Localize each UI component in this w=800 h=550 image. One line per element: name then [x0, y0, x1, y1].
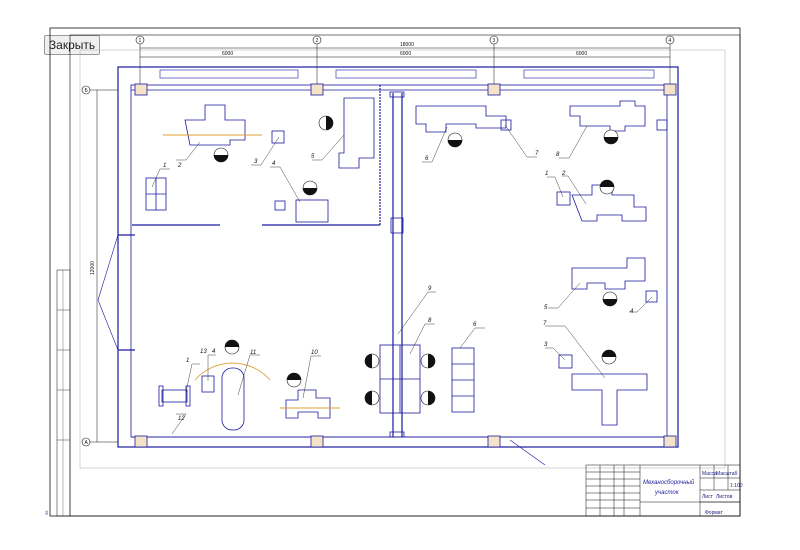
- svg-text:7: 7: [535, 151, 539, 157]
- svg-text:4: 4: [272, 161, 276, 167]
- svg-text:1: 1: [186, 358, 189, 364]
- scale-value: 1:100: [730, 483, 743, 489]
- svg-text:12: 12: [178, 416, 185, 422]
- svg-text:3: 3: [493, 38, 496, 44]
- dim-height: 12000: [90, 261, 96, 275]
- svg-text:2: 2: [561, 171, 566, 177]
- machines-bottom-left: [158, 362, 340, 431]
- svg-text:13: 13: [200, 349, 207, 355]
- svg-text:2: 2: [177, 163, 182, 169]
- inner-border: [69, 34, 741, 517]
- svg-text:10: 10: [311, 350, 318, 356]
- building-walls: [97, 66, 679, 466]
- position-numbers: 1 2 3 4 5 6 7 8 9 10 11 12 13 1 2 3 4 5 …: [163, 151, 634, 422]
- svg-text:2: 2: [316, 38, 319, 44]
- svg-text:1: 1: [163, 163, 166, 169]
- top-dimensions: [139, 42, 671, 90]
- svg-text:5: 5: [544, 305, 548, 311]
- sheet-border: [49, 27, 741, 517]
- title-line2: участок: [654, 490, 680, 496]
- svg-text:5: 5: [311, 154, 315, 160]
- drawing-area: [79, 49, 726, 469]
- svg-text:3: 3: [254, 159, 258, 165]
- svg-text:А: А: [85, 440, 89, 446]
- page-number: 26: [44, 510, 49, 515]
- svg-text:7: 7: [543, 321, 547, 327]
- svg-text:4: 4: [630, 309, 634, 315]
- svg-text:Б: Б: [85, 88, 89, 94]
- scale-label: Масштаб: [716, 471, 738, 477]
- title-line1: Механосборочный: [643, 479, 695, 486]
- operator-positions: [213, 115, 619, 406]
- svg-text:9: 9: [428, 286, 432, 292]
- svg-text:4: 4: [212, 349, 216, 355]
- dim-span1: 6000: [222, 51, 233, 57]
- svg-text:3: 3: [544, 342, 548, 348]
- side-strip: [56, 269, 71, 517]
- mass-label: Масса: [702, 471, 717, 477]
- svg-text:1: 1: [545, 171, 548, 177]
- sheets-label: Листов: [716, 494, 733, 500]
- columns: [134, 83, 677, 448]
- svg-text:6: 6: [425, 156, 429, 162]
- leader-lines: [151, 124, 653, 435]
- dim-span2: 6000: [400, 51, 411, 57]
- machines-top-right: [415, 100, 668, 426]
- svg-text:8: 8: [428, 318, 432, 324]
- format-label: Формат: [705, 510, 723, 516]
- dim-total: 18000: [400, 42, 414, 48]
- close-button[interactable]: Закрыть: [44, 35, 100, 55]
- dim-span3: 6000: [576, 51, 587, 57]
- title-block: [585, 464, 741, 517]
- svg-text:1: 1: [139, 38, 142, 44]
- machines-top-left: [145, 97, 375, 223]
- svg-text:6: 6: [473, 322, 477, 328]
- svg-text:8: 8: [556, 152, 560, 158]
- svg-text:4: 4: [669, 38, 672, 44]
- axis-markers: 1 2 3 4 Б А: [81, 35, 675, 447]
- sheet-label: Лист: [702, 494, 714, 500]
- center-workbenches: [379, 344, 475, 414]
- svg-text:11: 11: [250, 350, 256, 356]
